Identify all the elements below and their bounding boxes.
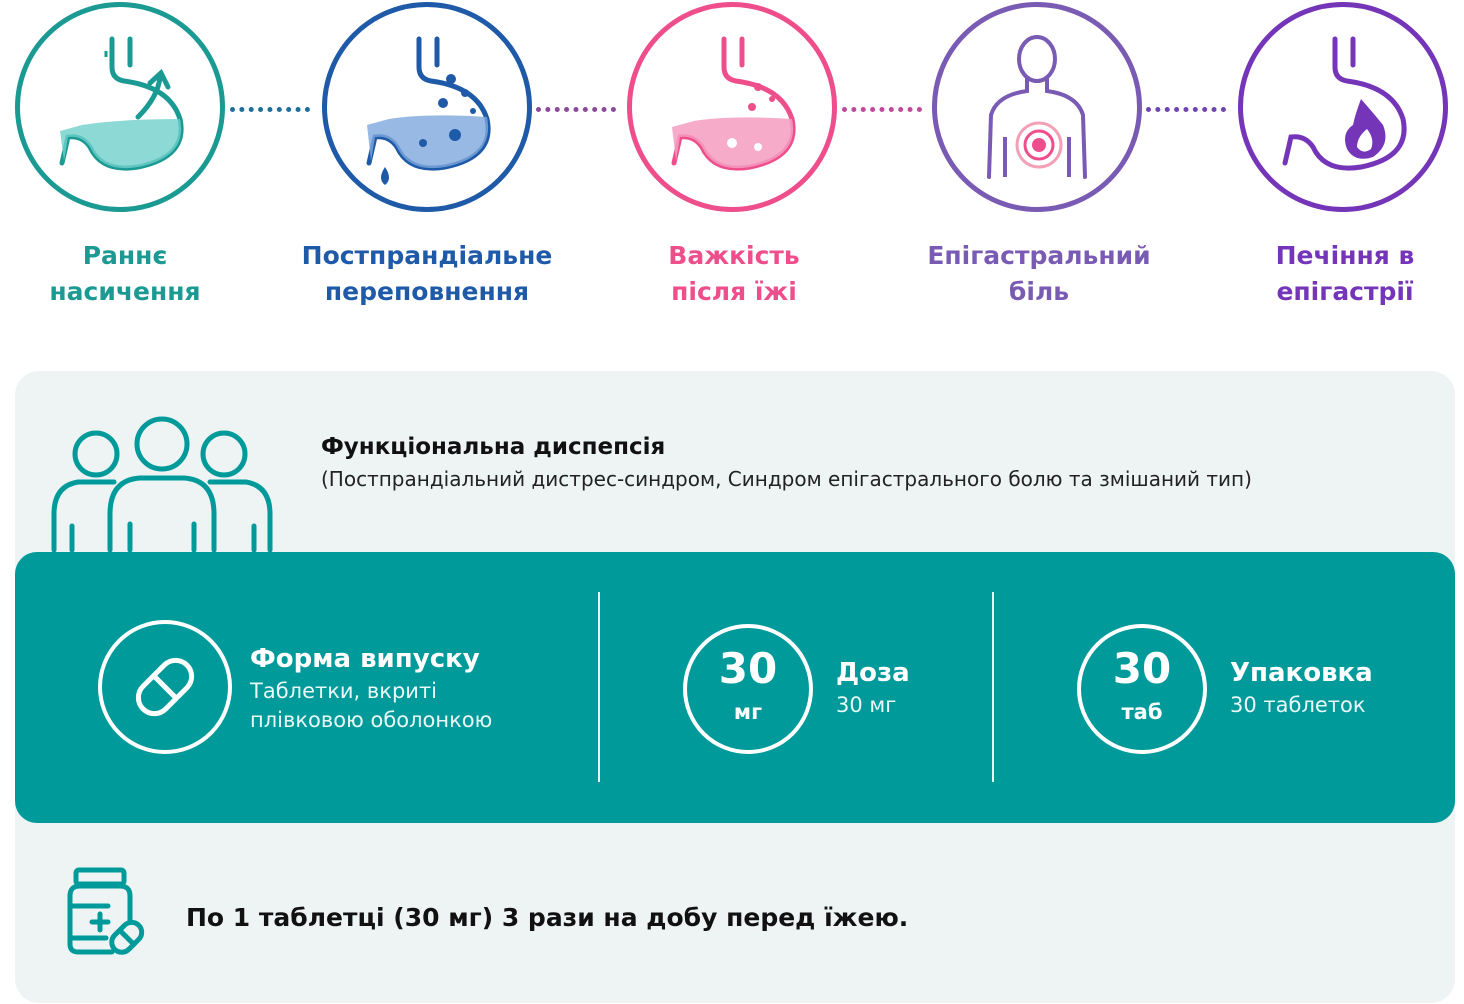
- medicine-jar-icon: [67, 867, 145, 955]
- form-text-line1: Таблетки, вкриті: [250, 679, 438, 703]
- symptom-circle-early-satiety: [15, 2, 225, 212]
- dose-unit: мг: [733, 700, 763, 724]
- symptom-label: Печіння в епігастрії: [1275, 241, 1415, 306]
- people-group-icon: [51, 416, 273, 553]
- connector: [536, 107, 616, 112]
- connector: [1146, 107, 1226, 112]
- symptom-circle-epigastric-pain: [932, 2, 1142, 212]
- dose-text: 30 мг: [836, 693, 897, 717]
- symptom-label: Епігастральний біль: [927, 241, 1151, 306]
- connector: [230, 107, 310, 112]
- diagnosis-title: Функціональна диспепсія: [321, 434, 666, 460]
- pack-text: 30 таблеток: [1230, 693, 1366, 717]
- pack-unit: таб: [1121, 700, 1163, 724]
- divider: [598, 592, 600, 782]
- diagnosis-subtitle: (Постпрандіальний дистрес-синдром, Синдр…: [321, 467, 1252, 491]
- pack-circle: 30 таб: [1077, 624, 1207, 754]
- dosage-instruction: По 1 таблетці (30 мг) 3 рази на добу пер…: [186, 903, 909, 932]
- symptom-circle-heaviness: [627, 2, 837, 212]
- connector: [842, 107, 922, 112]
- dose-number: 30: [718, 644, 778, 693]
- stomach-arrow-icon: [59, 36, 184, 171]
- stomach-flame-icon: [1282, 36, 1407, 171]
- symptom-label: Постпрандіальне переповнення: [301, 241, 553, 306]
- symptom-label: Раннє насичення: [49, 241, 201, 306]
- stomach-drops-icon: [366, 36, 491, 185]
- form-text-line2: плівковою оболонкою: [250, 708, 493, 732]
- symptom-circle-epigastric-burning: [1238, 2, 1448, 212]
- pill-icon: [135, 657, 195, 717]
- symptom-label: Важкість після їжі: [668, 241, 800, 306]
- form-title: Форма випуску: [250, 644, 480, 674]
- symptom-circle-postprandial-fullness: [322, 2, 532, 212]
- epigastric-pain-icon: [987, 35, 1087, 179]
- divider: [992, 592, 994, 782]
- form-circle: [98, 620, 232, 754]
- symptoms-row: Раннє насичення Постпрандіальне переповн…: [0, 0, 1464, 330]
- dose-title: Доза: [836, 658, 910, 688]
- pack-title: Упаковка: [1230, 658, 1373, 688]
- dose-circle: 30 мг: [683, 624, 813, 754]
- pack-number: 30: [1112, 644, 1172, 693]
- stomach-heavy-icon: [671, 36, 796, 171]
